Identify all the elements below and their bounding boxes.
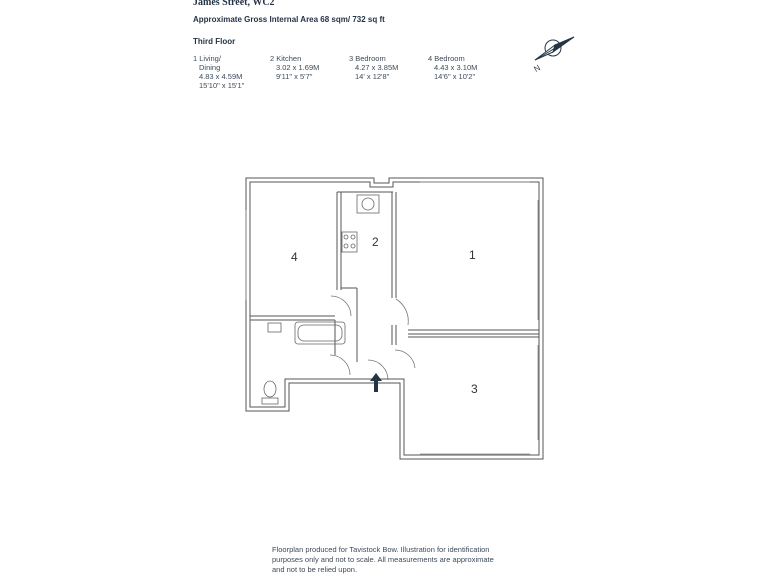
disclaimer-line-2: purposes only and not to scale. All meas… <box>272 555 494 564</box>
room-spec-bedroom-3: 3 Bedroom 4.27 x 3.85M 14' x 12'8" <box>349 54 398 81</box>
room-imperial: 15'10" x 15'1" <box>199 81 245 90</box>
room-spec-bedroom-4: 4 Bedroom 4.43 x 3.10M 14'6" x 10'2" <box>428 54 477 81</box>
room-label-4: 4 <box>291 250 298 264</box>
room-name: 1 Living/ <box>193 54 221 63</box>
fixtures <box>261 194 380 405</box>
room-label-2: 2 <box>372 235 379 249</box>
room-metric: 3.02 x 1.69M <box>276 63 320 72</box>
disclaimer-line-1: Floorplan produced for Tavistock Bow. Il… <box>272 545 490 554</box>
basin-icon <box>267 322 282 333</box>
room-imperial: 9'11" x 5'7" <box>276 72 313 81</box>
sink-icon <box>356 194 380 214</box>
room-name: 3 Bedroom <box>349 54 386 63</box>
disclaimer: Floorplan produced for Tavistock Bow. Il… <box>272 545 542 575</box>
compass-icon: N <box>532 36 575 74</box>
room-spec-living: 1 Living/ Dining 4.83 x 4.59M 15'10" x 1… <box>193 54 244 90</box>
gross-area: Approximate Gross Internal Area 68 sqm/ … <box>193 15 385 24</box>
walls <box>245 177 544 460</box>
room-name-cont: Dining <box>199 63 221 72</box>
door-swings <box>329 295 416 381</box>
room-imperial: 14' x 12'8" <box>355 72 390 81</box>
room-spec-kitchen: 2 Kitchen 3.02 x 1.69M 9'11" x 5'7" <box>270 54 319 81</box>
room-imperial: 14'6" x 10'2" <box>434 72 476 81</box>
room-name: 4 Bedroom <box>428 54 465 63</box>
room-label-3: 3 <box>471 382 478 396</box>
bathtub-icon <box>294 321 346 345</box>
hob-icon <box>341 231 358 253</box>
room-label-1: 1 <box>469 248 476 262</box>
floor-name: Third Floor <box>193 37 236 46</box>
room-metric: 4.43 x 3.10M <box>434 63 478 72</box>
entrance-arrow-icon <box>370 373 382 392</box>
room-metric: 4.27 x 3.85M <box>355 63 399 72</box>
compass-north-label: N <box>532 63 542 74</box>
disclaimer-line-3: and not to be relied upon. <box>272 565 358 574</box>
toilet-icon <box>263 380 277 398</box>
property-title: James Street, WC2 <box>193 0 275 8</box>
room-metric: 4.83 x 4.59M <box>199 72 243 81</box>
windows <box>245 181 539 455</box>
room-name: 2 Kitchen <box>270 54 302 63</box>
